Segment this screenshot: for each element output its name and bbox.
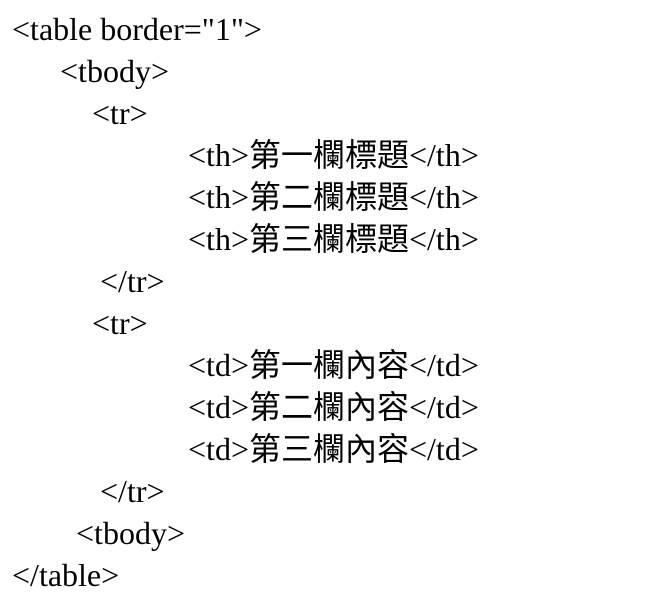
code-line-table-open: <table border="1"> [12, 11, 262, 47]
code-line-th-3: <th>第三欄標題</th> [12, 221, 479, 257]
code-line-th-1: <th>第一欄標題</th> [12, 137, 479, 173]
code-line-tr-close-2: </tr> [12, 473, 165, 509]
code-line-tbody-open: <tbody> [12, 53, 169, 89]
code-line-tr-close-1: </tr> [12, 263, 165, 299]
code-line-td-3: <td>第三欄內容</td> [12, 431, 479, 467]
code-line-tr-open-1: <tr> [12, 95, 148, 131]
code-line-th-2: <th>第二欄標題</th> [12, 179, 479, 215]
code-line-tbody-2: <tbody> [12, 515, 185, 551]
code-line-td-1: <td>第一欄內容</td> [12, 347, 479, 383]
code-line-td-2: <td>第二欄內容</td> [12, 389, 479, 425]
code-line-table-close: </table> [12, 557, 120, 593]
code-line-tr-open-2: <tr> [12, 305, 148, 341]
